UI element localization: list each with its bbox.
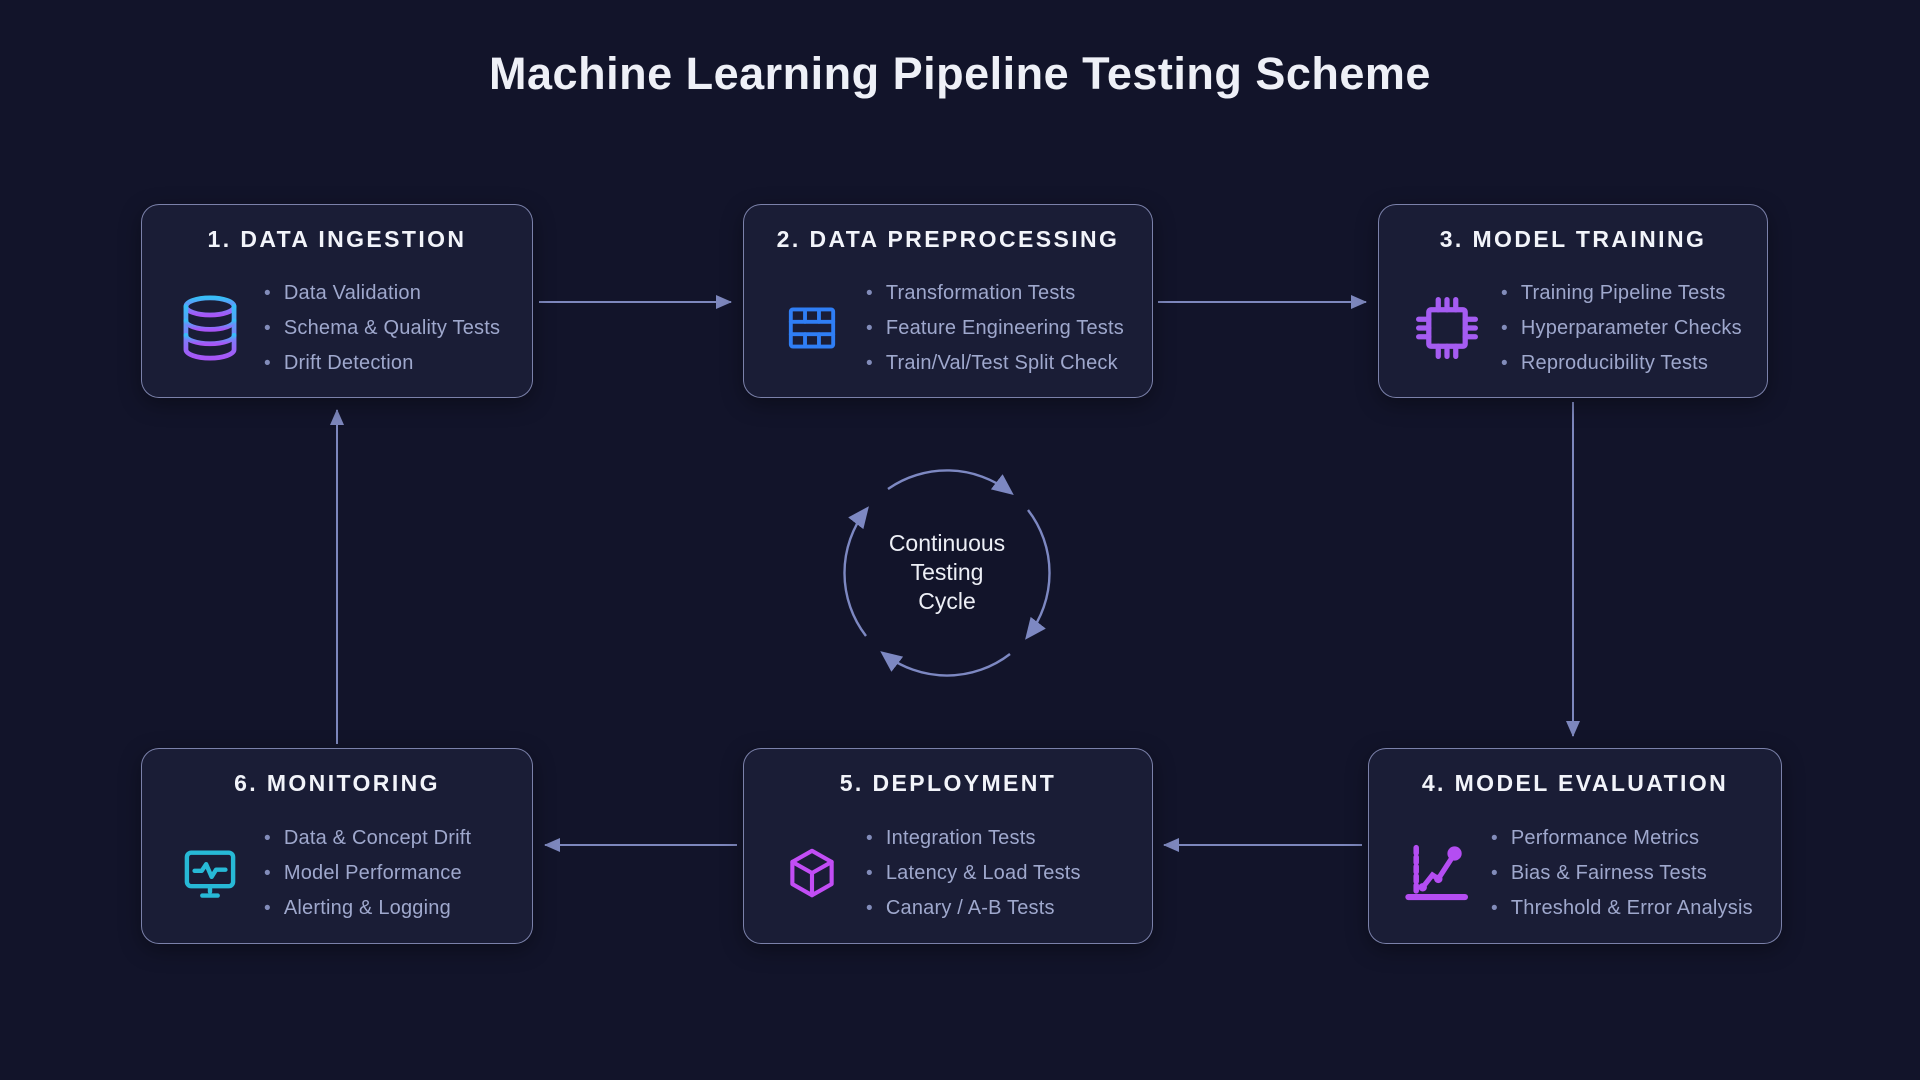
step-box-model-evaluation: 4. MODEL EVALUATION Performance Metrics … <box>1368 748 1782 944</box>
step-item: Train/Val/Test Split Check <box>866 350 1124 377</box>
step-item: Canary / A-B Tests <box>866 895 1081 922</box>
step-item: Reproducibility Tests <box>1501 350 1742 377</box>
chip-icon <box>1416 297 1478 359</box>
step-item: Training Pipeline Tests <box>1501 280 1742 307</box>
cycle-arc-top <box>887 469 1014 495</box>
database-icon <box>183 295 237 361</box>
step-items: Data Validation Schema & Quality Tests D… <box>264 272 500 385</box>
step-item: Data Validation <box>264 280 500 307</box>
step-title: 5. DEPLOYMENT <box>839 770 1057 796</box>
cube-icon <box>790 848 834 898</box>
step-items: Integration Tests Latency & Load Tests C… <box>866 817 1081 930</box>
cycle-label: Continuous Testing Cycle <box>827 529 1067 616</box>
step-item: Schema & Quality Tests <box>264 315 500 342</box>
step-item: Model Performance <box>264 860 471 887</box>
step-item: Integration Tests <box>866 825 1081 852</box>
step-item: Hyperparameter Checks <box>1501 315 1742 342</box>
step-item: Transformation Tests <box>866 280 1124 307</box>
step-title: 1. DATA INGESTION <box>207 226 467 252</box>
cycle-label-line: Continuous <box>888 530 1006 556</box>
step-item: Bias & Fairness Tests <box>1491 860 1753 887</box>
step-item: Drift Detection <box>264 350 500 377</box>
step-box-deployment: 5. DEPLOYMENT Integration Tests Latency … <box>743 748 1153 944</box>
step-title: 3. MODEL TRAINING <box>1439 226 1707 252</box>
step-items: Training Pipeline Tests Hyperparameter C… <box>1501 272 1742 385</box>
step-title: 2. DATA PREPROCESSING <box>776 226 1120 252</box>
step-box-monitoring: 6. MONITORING Data & Concept Drift Model… <box>141 748 533 944</box>
monitor-pulse-icon <box>184 850 236 898</box>
step-title: 6. MONITORING <box>234 770 440 796</box>
step-box-model-training: 3. MODEL TRAINING Training Pipeline Test… <box>1378 204 1768 398</box>
step-item: Threshold & Error Analysis <box>1491 895 1753 922</box>
step-items: Transformation Tests Feature Engineering… <box>866 272 1124 385</box>
step-item: Alerting & Logging <box>264 895 471 922</box>
cycle-arc-bottom <box>880 651 1011 677</box>
cycle-label-line: Cycle <box>918 588 976 614</box>
step-item: Feature Engineering Tests <box>866 315 1124 342</box>
table-grid-icon <box>788 307 836 349</box>
cycle-label-line: Testing <box>910 559 984 585</box>
step-box-data-preprocessing: 2. DATA PREPROCESSING Transformatio <box>743 204 1153 398</box>
line-chart-icon <box>1405 844 1469 901</box>
step-title: 4. MODEL EVALUATION <box>1421 770 1729 796</box>
step-item: Latency & Load Tests <box>866 860 1081 887</box>
page-title: Machine Learning Pipeline Testing Scheme <box>489 48 1431 99</box>
step-box-data-ingestion: 1. DATA INGESTION <box>141 204 533 398</box>
step-items: Data & Concept Drift Model Performance A… <box>264 817 471 930</box>
step-item: Data & Concept Drift <box>264 825 471 852</box>
step-items: Performance Metrics Bias & Fairness Test… <box>1491 817 1753 930</box>
step-item: Performance Metrics <box>1491 825 1753 852</box>
